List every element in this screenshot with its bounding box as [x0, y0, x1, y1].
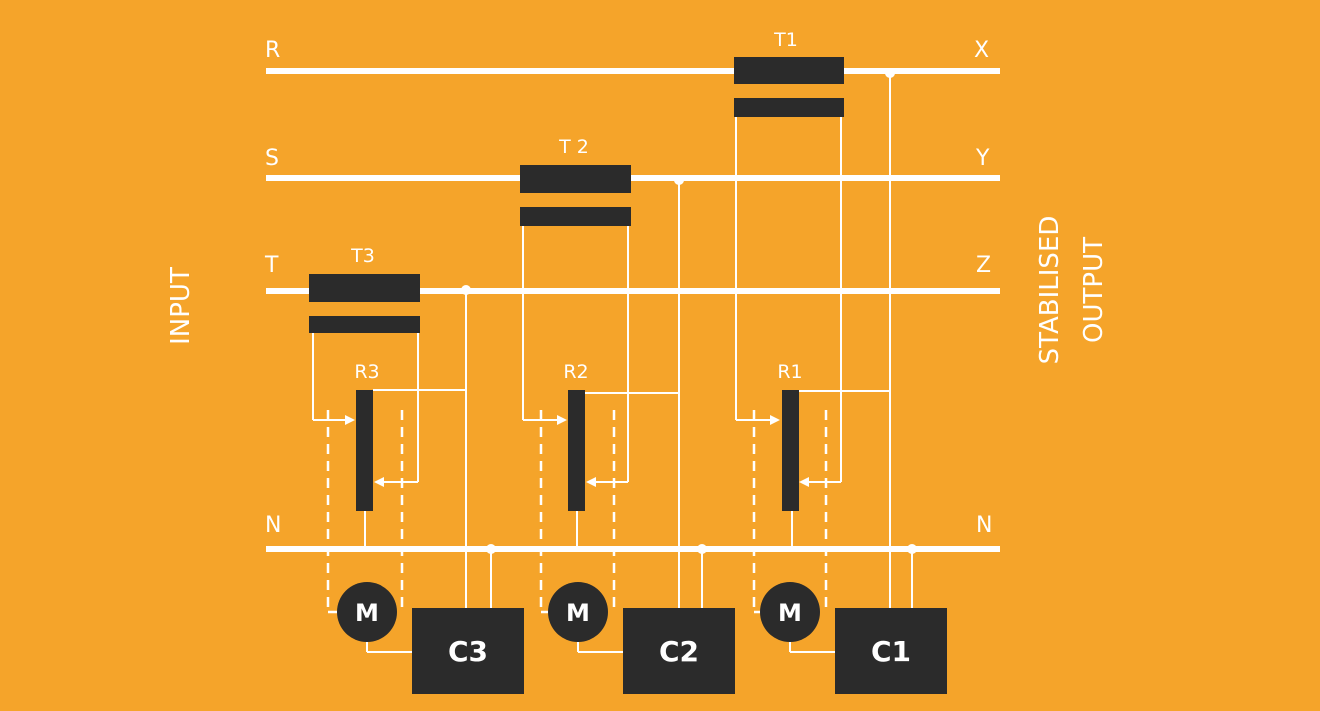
motor-label-2: M — [566, 599, 590, 627]
transformer-label-t3: T3 — [350, 245, 375, 267]
controller-label-c3: C3 — [448, 635, 488, 668]
motor-2 — [548, 582, 608, 642]
regulator-label-r2: R2 — [563, 361, 588, 383]
controller-c2 — [623, 608, 735, 694]
bus-label-r: R — [265, 38, 280, 63]
input-label: INPUT — [166, 267, 196, 345]
motor-3 — [337, 582, 397, 642]
bus-label-n-right: N — [976, 513, 992, 538]
transformer-t3-secondary — [309, 316, 420, 333]
regulator-r2 — [568, 390, 585, 511]
regulator-label-r1: R1 — [777, 361, 802, 383]
transformer-t3-primary — [309, 274, 420, 302]
output-label-line1: STABILISED — [1035, 216, 1065, 365]
controller-label-c2: C2 — [659, 635, 699, 668]
bus-label-t: T — [264, 253, 279, 278]
bus-label-x: X — [974, 38, 989, 63]
transformer-t1-secondary — [734, 98, 844, 117]
bus-label-s: S — [265, 146, 279, 171]
transformer-t2-secondary — [520, 207, 631, 226]
regulator-r1 — [782, 390, 799, 511]
regulator-label-r3: R3 — [354, 361, 379, 383]
bus-label-z: Z — [976, 253, 991, 278]
stage-3: T3 R3 M C3 — [309, 245, 524, 694]
transformer-t1-primary — [734, 57, 844, 84]
motor-label-1: M — [778, 599, 802, 627]
controller-c3 — [412, 608, 524, 694]
stage-2: T 2 R2 M C2 — [520, 136, 735, 694]
controller-c1 — [835, 608, 947, 694]
output-label-line2: OUTPUT — [1079, 237, 1109, 343]
bus-label-y: Y — [975, 146, 990, 171]
stage-1: T1 R1 M C1 — [734, 29, 947, 694]
controller-label-c1: C1 — [871, 635, 911, 668]
transformer-label-t2: T 2 — [558, 136, 589, 158]
motor-label-3: M — [355, 599, 379, 627]
transformer-t2-primary — [520, 165, 631, 193]
transformer-label-t1: T1 — [773, 29, 798, 51]
bus-label-n-left: N — [265, 513, 281, 538]
motor-1 — [760, 582, 820, 642]
regulator-r3 — [356, 390, 373, 511]
